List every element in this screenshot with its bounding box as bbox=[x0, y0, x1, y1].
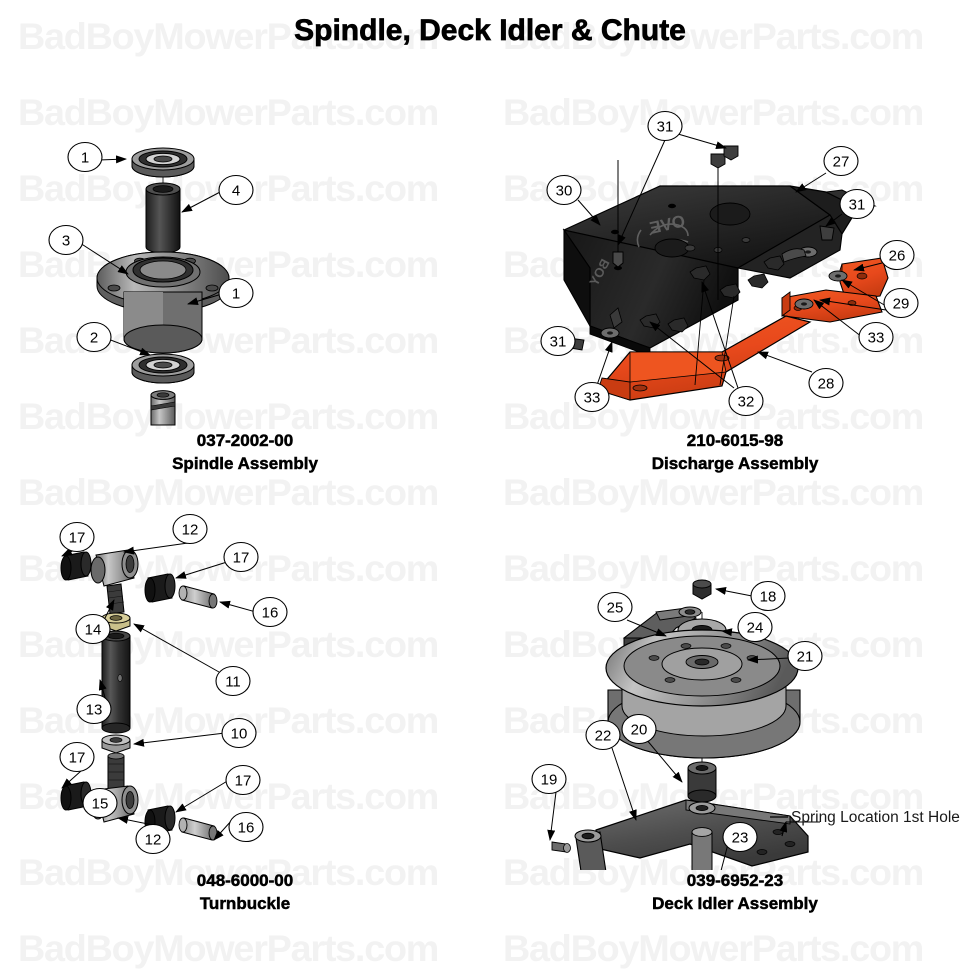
turnbuckle-part-number: 048-6000-00 bbox=[196, 871, 294, 890]
spindle-part-number: 037-2002-00 bbox=[196, 431, 294, 450]
part-turnbuckle-body-13 bbox=[101, 630, 131, 734]
part-bushing-17-bottom-right bbox=[144, 805, 176, 835]
part-spacer-20 bbox=[687, 761, 717, 803]
page-title: Spindle, Deck Idler & Chute bbox=[294, 14, 686, 48]
part-spindle-housing bbox=[96, 251, 230, 354]
deck-idler-drawing bbox=[490, 500, 980, 870]
part-nut-18 bbox=[692, 579, 712, 600]
turnbuckle-part-name: Turnbuckle bbox=[199, 893, 291, 913]
part-clevis-lower-15 bbox=[90, 785, 139, 823]
part-idler-pulley-21 bbox=[605, 629, 801, 759]
deck-idler-caption: 039-6952-23 Deck Idler Assembly bbox=[490, 870, 980, 916]
callout-leaders bbox=[561, 133, 887, 389]
deck-idler-part-name: Deck Idler Assembly bbox=[652, 893, 818, 913]
part-jam-nut-10 bbox=[101, 734, 131, 754]
turnbuckle-caption: 048-6000-00 Turnbuckle bbox=[0, 870, 490, 916]
part-bushing-17-bottom-left bbox=[60, 781, 92, 811]
part-lower-stem bbox=[107, 752, 125, 791]
turnbuckle-drawing bbox=[0, 500, 490, 870]
part-spacer-tube bbox=[145, 182, 181, 254]
discharge-part-number: 210-6015-98 bbox=[686, 431, 784, 450]
part-bearing-top bbox=[131, 147, 195, 178]
figure-deck-idler-assembly: 039-6952-23 Deck Idler Assembly bbox=[490, 500, 980, 920]
figure-spindle-assembly: 037-2002-00 Spindle Assembly bbox=[0, 100, 490, 490]
figure-discharge-assembly: OVE BOY bbox=[490, 100, 980, 490]
spindle-part-name: Spindle Assembly bbox=[172, 453, 318, 473]
part-bushing-17-top-right bbox=[144, 573, 176, 603]
part-clevis-upper bbox=[90, 549, 139, 615]
discharge-part-name: Discharge Assembly bbox=[651, 453, 819, 473]
discharge-assembly-caption: 210-6015-98 Discharge Assembly bbox=[490, 430, 980, 476]
part-bearing-bottom bbox=[131, 353, 195, 384]
callout-leaders bbox=[79, 155, 223, 356]
part-bushing-17-top-left bbox=[60, 551, 92, 581]
spindle-assembly-drawing bbox=[0, 100, 490, 440]
part-bolt-23 bbox=[691, 827, 713, 870]
figure-turnbuckle: 048-6000-00 Turnbuckle bbox=[0, 500, 490, 920]
discharge-assembly-drawing: OVE BOY bbox=[490, 100, 980, 440]
part-discharge-chute: OVE BOY bbox=[562, 185, 877, 357]
part-sleeve-16-top bbox=[178, 585, 218, 609]
deck-idler-part-number: 039-6952-23 bbox=[686, 871, 784, 890]
spindle-assembly-caption: 037-2002-00 Spindle Assembly bbox=[0, 430, 490, 476]
part-grease-fitting-19 bbox=[551, 841, 571, 853]
part-spindle-shaft bbox=[150, 390, 176, 426]
part-sleeve-16-bottom bbox=[178, 817, 218, 841]
